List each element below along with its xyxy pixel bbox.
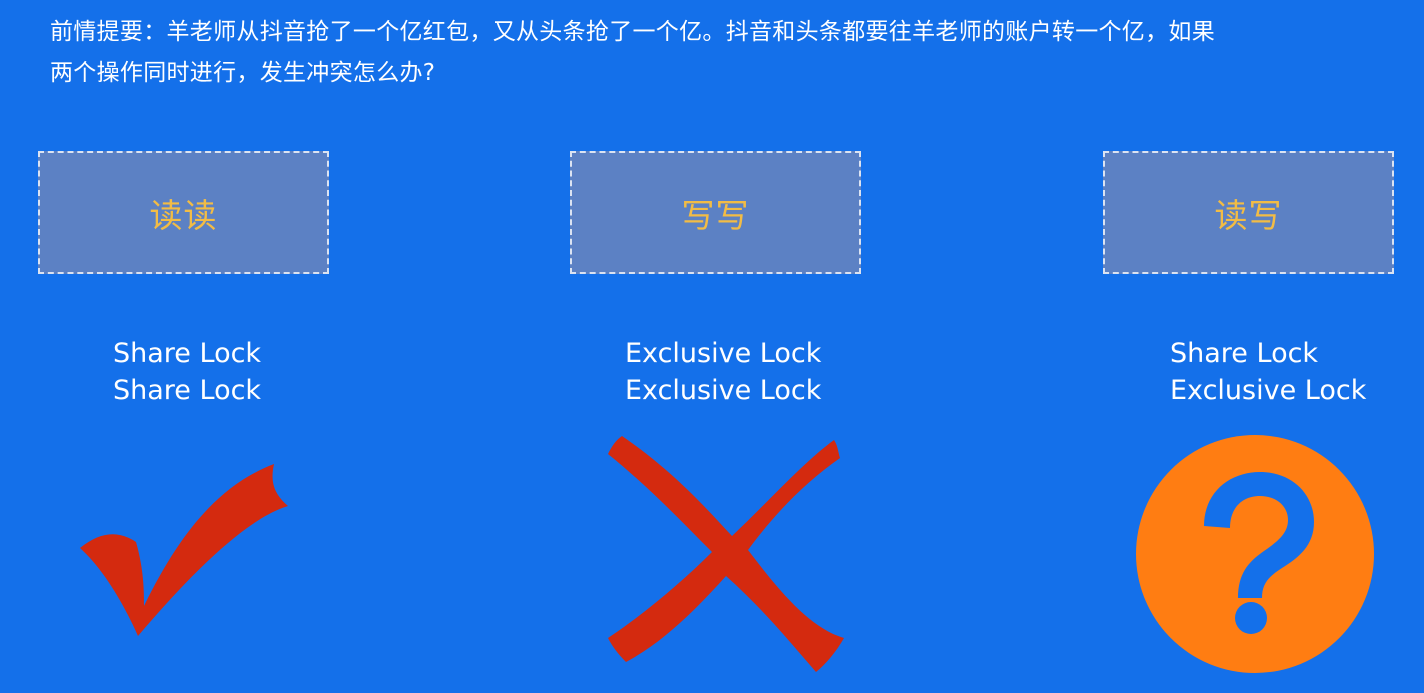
case-read-read-box: 读读 bbox=[38, 151, 329, 274]
lock-labels-read-write: Share Lock Exclusive Lock bbox=[1170, 335, 1366, 409]
intro-line-1: 前情提要：羊老师从抖音抢了一个亿红包，又从头条抢了一个亿。抖音和头条都要往羊老师… bbox=[50, 19, 1215, 45]
lock-label: Share Lock bbox=[1170, 338, 1319, 369]
lock-label: Exclusive Lock bbox=[625, 338, 822, 369]
lock-label: Share Lock bbox=[113, 375, 262, 406]
intro-line-2: 两个操作同时进行，发生冲突怎么办? bbox=[50, 60, 436, 86]
case-read-write-box: 读写 bbox=[1103, 151, 1394, 274]
lock-labels-read-read: Share Lock Share Lock bbox=[113, 335, 261, 409]
case-write-write-box: 写写 bbox=[570, 151, 861, 274]
lock-label: Exclusive Lock bbox=[1170, 375, 1367, 406]
check-icon bbox=[80, 464, 288, 636]
case-title: 读写 bbox=[1214, 195, 1283, 235]
question-icon bbox=[1136, 435, 1374, 673]
cross-icon bbox=[608, 436, 844, 672]
lock-labels-write-write: Exclusive Lock Exclusive Lock bbox=[625, 335, 821, 409]
lock-label: Exclusive Lock bbox=[625, 375, 822, 406]
lock-label: Share Lock bbox=[113, 338, 262, 369]
case-title: 写写 bbox=[681, 195, 750, 235]
case-title: 读读 bbox=[149, 195, 218, 235]
intro-text: 前情提要：羊老师从抖音抢了一个亿红包，又从头条抢了一个亿。抖音和头条都要往羊老师… bbox=[50, 12, 1270, 94]
